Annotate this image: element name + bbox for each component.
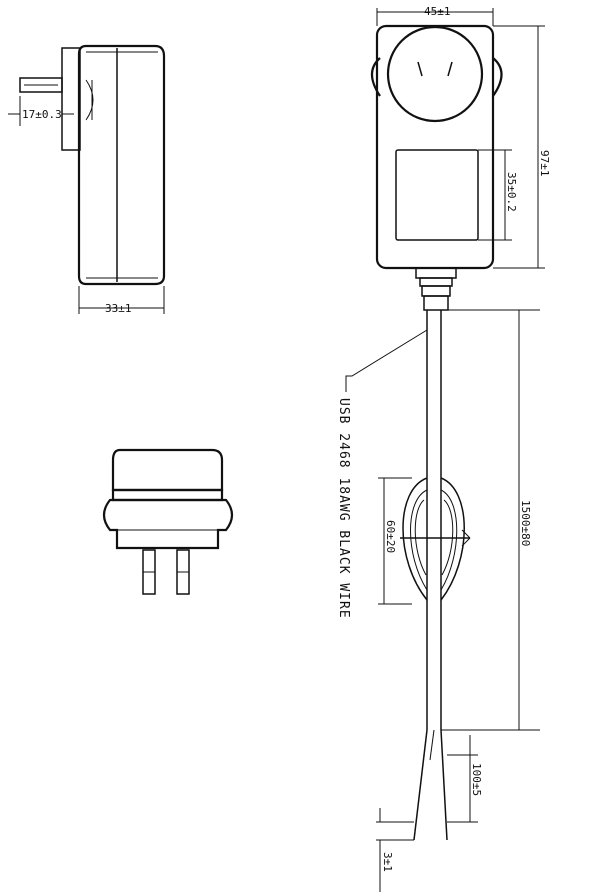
body-width-dim: 45±1 <box>424 5 451 18</box>
lead-strip-dimension: 3±1 <box>376 808 414 892</box>
coil-dimension: 60±20 <box>378 477 412 605</box>
cable-length-dim: 1500±80 <box>519 500 532 546</box>
bottom-view <box>102 448 234 595</box>
cable <box>400 310 471 841</box>
lead-split-dim: 100±5 <box>470 763 483 796</box>
plug-length-dim: 17±0.3 <box>22 108 62 121</box>
front-view: 45±1 97±1 35±0.2 <box>370 5 551 311</box>
label-height-dim: 35±0.2 <box>505 172 518 212</box>
cable-note: USB 2468 18AWG BLACK WIRE <box>336 329 428 619</box>
side-view: 17±0.3 33±1 <box>8 44 166 315</box>
lead-split-dimension: 100±5 <box>447 735 483 823</box>
cable-note-text: USB 2468 18AWG BLACK WIRE <box>336 398 351 619</box>
side-depth-dim: 33±1 <box>105 302 132 315</box>
cable-length-dimension: 1500±80 <box>441 309 540 731</box>
coil-width-dim: 60±20 <box>384 520 397 553</box>
body-height-dim: 97±1 <box>538 150 551 177</box>
lead-strip-dim: 3±1 <box>381 852 394 872</box>
